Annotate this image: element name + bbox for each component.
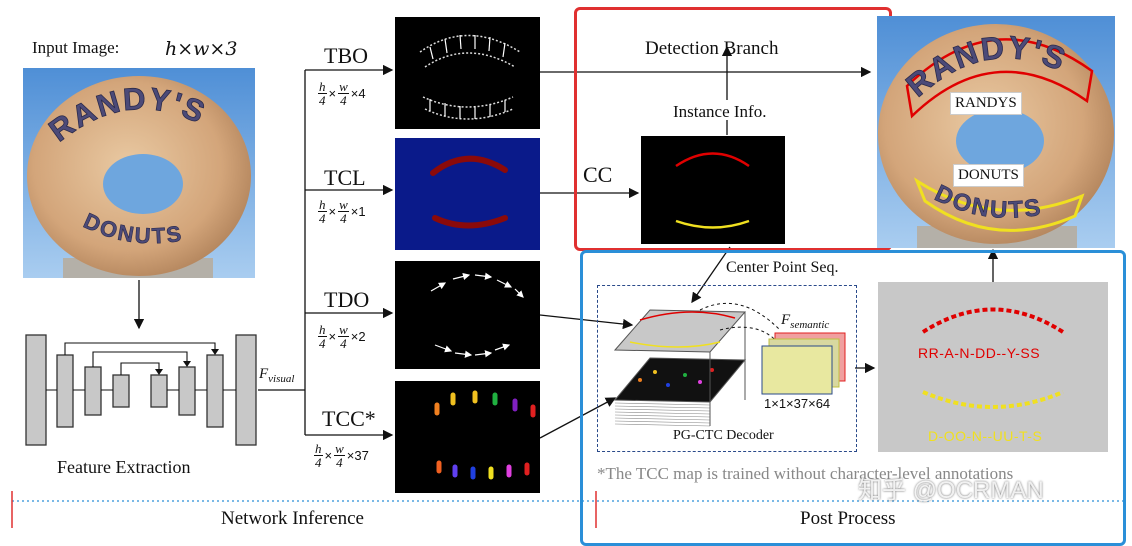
tdo-map bbox=[395, 261, 540, 369]
f-visual-label: Fvisual bbox=[259, 366, 294, 385]
tbo-text: TBO bbox=[324, 43, 368, 68]
tcl-h-den: 4 bbox=[319, 211, 326, 226]
tbo-label: TBO bbox=[324, 43, 368, 69]
recog-top-span: RR-A-N-DD--Y-SS bbox=[918, 345, 1041, 361]
tdo-w-den: 4 bbox=[340, 336, 347, 351]
feature-extraction-label: Feature Extraction bbox=[57, 457, 190, 478]
output-word-1-text: RANDYS bbox=[955, 95, 1017, 111]
recognition-panel bbox=[878, 282, 1108, 452]
detection-text: Detection Branch bbox=[645, 38, 779, 59]
input-image-title: Input Image: bbox=[32, 38, 119, 58]
input-donut-graphic: RANDY'S DONUTS bbox=[23, 68, 255, 278]
decoder-box bbox=[597, 285, 857, 452]
f-visual-sub: visual bbox=[268, 373, 295, 385]
tcl-w: w bbox=[338, 197, 349, 212]
tcc-h-den: 4 bbox=[315, 455, 322, 470]
center-seq-text: Center Point Seq. bbox=[726, 259, 839, 276]
input-image: RANDY'S DONUTS bbox=[23, 68, 255, 278]
instance-info-label: Instance Info. bbox=[673, 102, 766, 122]
tdo-times: × bbox=[328, 329, 337, 344]
center-point-seq-label: Center Point Seq. bbox=[726, 259, 838, 277]
tcl-w-den: 4 bbox=[340, 211, 347, 226]
post-process-label: Post Process bbox=[800, 508, 896, 530]
network-inference-label: Network Inference bbox=[221, 508, 364, 530]
tdo-h-den: 4 bbox=[319, 336, 326, 351]
output-word-2-text: DONUTS bbox=[958, 167, 1019, 183]
tcl-times: × bbox=[328, 204, 337, 219]
network-inference-text: Network Inference bbox=[221, 508, 364, 529]
tcc-text: TCC* bbox=[322, 406, 376, 431]
tbo-ch: ×4 bbox=[350, 86, 366, 101]
tcc-times: × bbox=[324, 448, 333, 463]
tdo-h: h bbox=[318, 322, 327, 337]
recog-top-text: RR-A-N-DD--Y-SS bbox=[918, 345, 1040, 361]
tcc-w-den: 4 bbox=[336, 455, 343, 470]
tbo-w-den: 4 bbox=[340, 93, 347, 108]
tdo-label: TDO bbox=[324, 287, 369, 313]
post-process-text: Post Process bbox=[800, 508, 896, 529]
tdo-text: TDO bbox=[324, 287, 370, 312]
output-donut-graphic: RANDY'S DONUTS bbox=[877, 16, 1115, 248]
tcl-map bbox=[395, 138, 540, 250]
watermark-text: 知乎 @OCRMAN bbox=[858, 477, 1044, 504]
f-semantic-label: Fsemantic bbox=[781, 312, 829, 331]
cc-map bbox=[641, 136, 785, 244]
tcc-label: TCC* bbox=[322, 406, 376, 432]
watermark: 知乎 @OCRMAN bbox=[858, 470, 1044, 505]
recog-bottom-span: D-OO-N--UU-T-S bbox=[928, 428, 1043, 444]
cc-text: CC bbox=[583, 162, 613, 187]
decoder-label-text: PG-CTC Decoder bbox=[673, 428, 774, 443]
tdo-w: w bbox=[338, 322, 349, 337]
recog-bottom-text: D-OO-N--UU-T-S bbox=[928, 428, 1042, 444]
footnote-text: *The TCC map is trained without characte… bbox=[597, 464, 1014, 483]
tcl-label: TCL bbox=[324, 165, 366, 191]
decoder-shape-text: 1×1×37×64 bbox=[764, 396, 831, 411]
input-image-dims: h×w×3 bbox=[165, 38, 237, 60]
tcl-h: h bbox=[318, 197, 327, 212]
tbo-h: h bbox=[318, 79, 327, 94]
pg-ctc-decoder-label: PG-CTC Decoder bbox=[673, 428, 774, 444]
tcc-map bbox=[395, 381, 540, 493]
feature-label-text: Feature Extraction bbox=[57, 457, 191, 477]
instance-text: Instance Info. bbox=[673, 102, 767, 121]
tbo-w: w bbox=[338, 79, 349, 94]
tcc-h: h bbox=[314, 441, 323, 456]
tdo-ch: ×2 bbox=[350, 329, 366, 344]
connector-lines bbox=[11, 45, 1126, 528]
f-semantic-sub: semantic bbox=[790, 319, 830, 331]
output-image: RANDY'S DONUTS bbox=[877, 16, 1115, 248]
f-visual-main: F bbox=[259, 366, 269, 382]
output-word-2: DONUTS bbox=[953, 164, 1024, 187]
footnote: *The TCC map is trained without characte… bbox=[597, 464, 1107, 484]
tbo-h-den: 4 bbox=[319, 93, 326, 108]
tcc-ch: ×37 bbox=[346, 448, 369, 463]
output-word-1: RANDYS bbox=[950, 92, 1022, 115]
input-title-text: Input Image: bbox=[32, 38, 120, 57]
cc-label: CC bbox=[583, 162, 612, 188]
tcl-text: TCL bbox=[324, 165, 366, 190]
detection-branch-label: Detection Branch bbox=[645, 38, 778, 60]
tbo-times: × bbox=[328, 86, 337, 101]
f-semantic-main: F bbox=[781, 312, 791, 328]
tbo-map bbox=[395, 17, 540, 129]
tcl-ch: ×1 bbox=[350, 204, 366, 219]
tcc-w: w bbox=[334, 441, 345, 456]
decoder-shape-label: 1×1×37×64 bbox=[764, 396, 830, 411]
input-dims-text: h×w×3 bbox=[165, 38, 238, 60]
